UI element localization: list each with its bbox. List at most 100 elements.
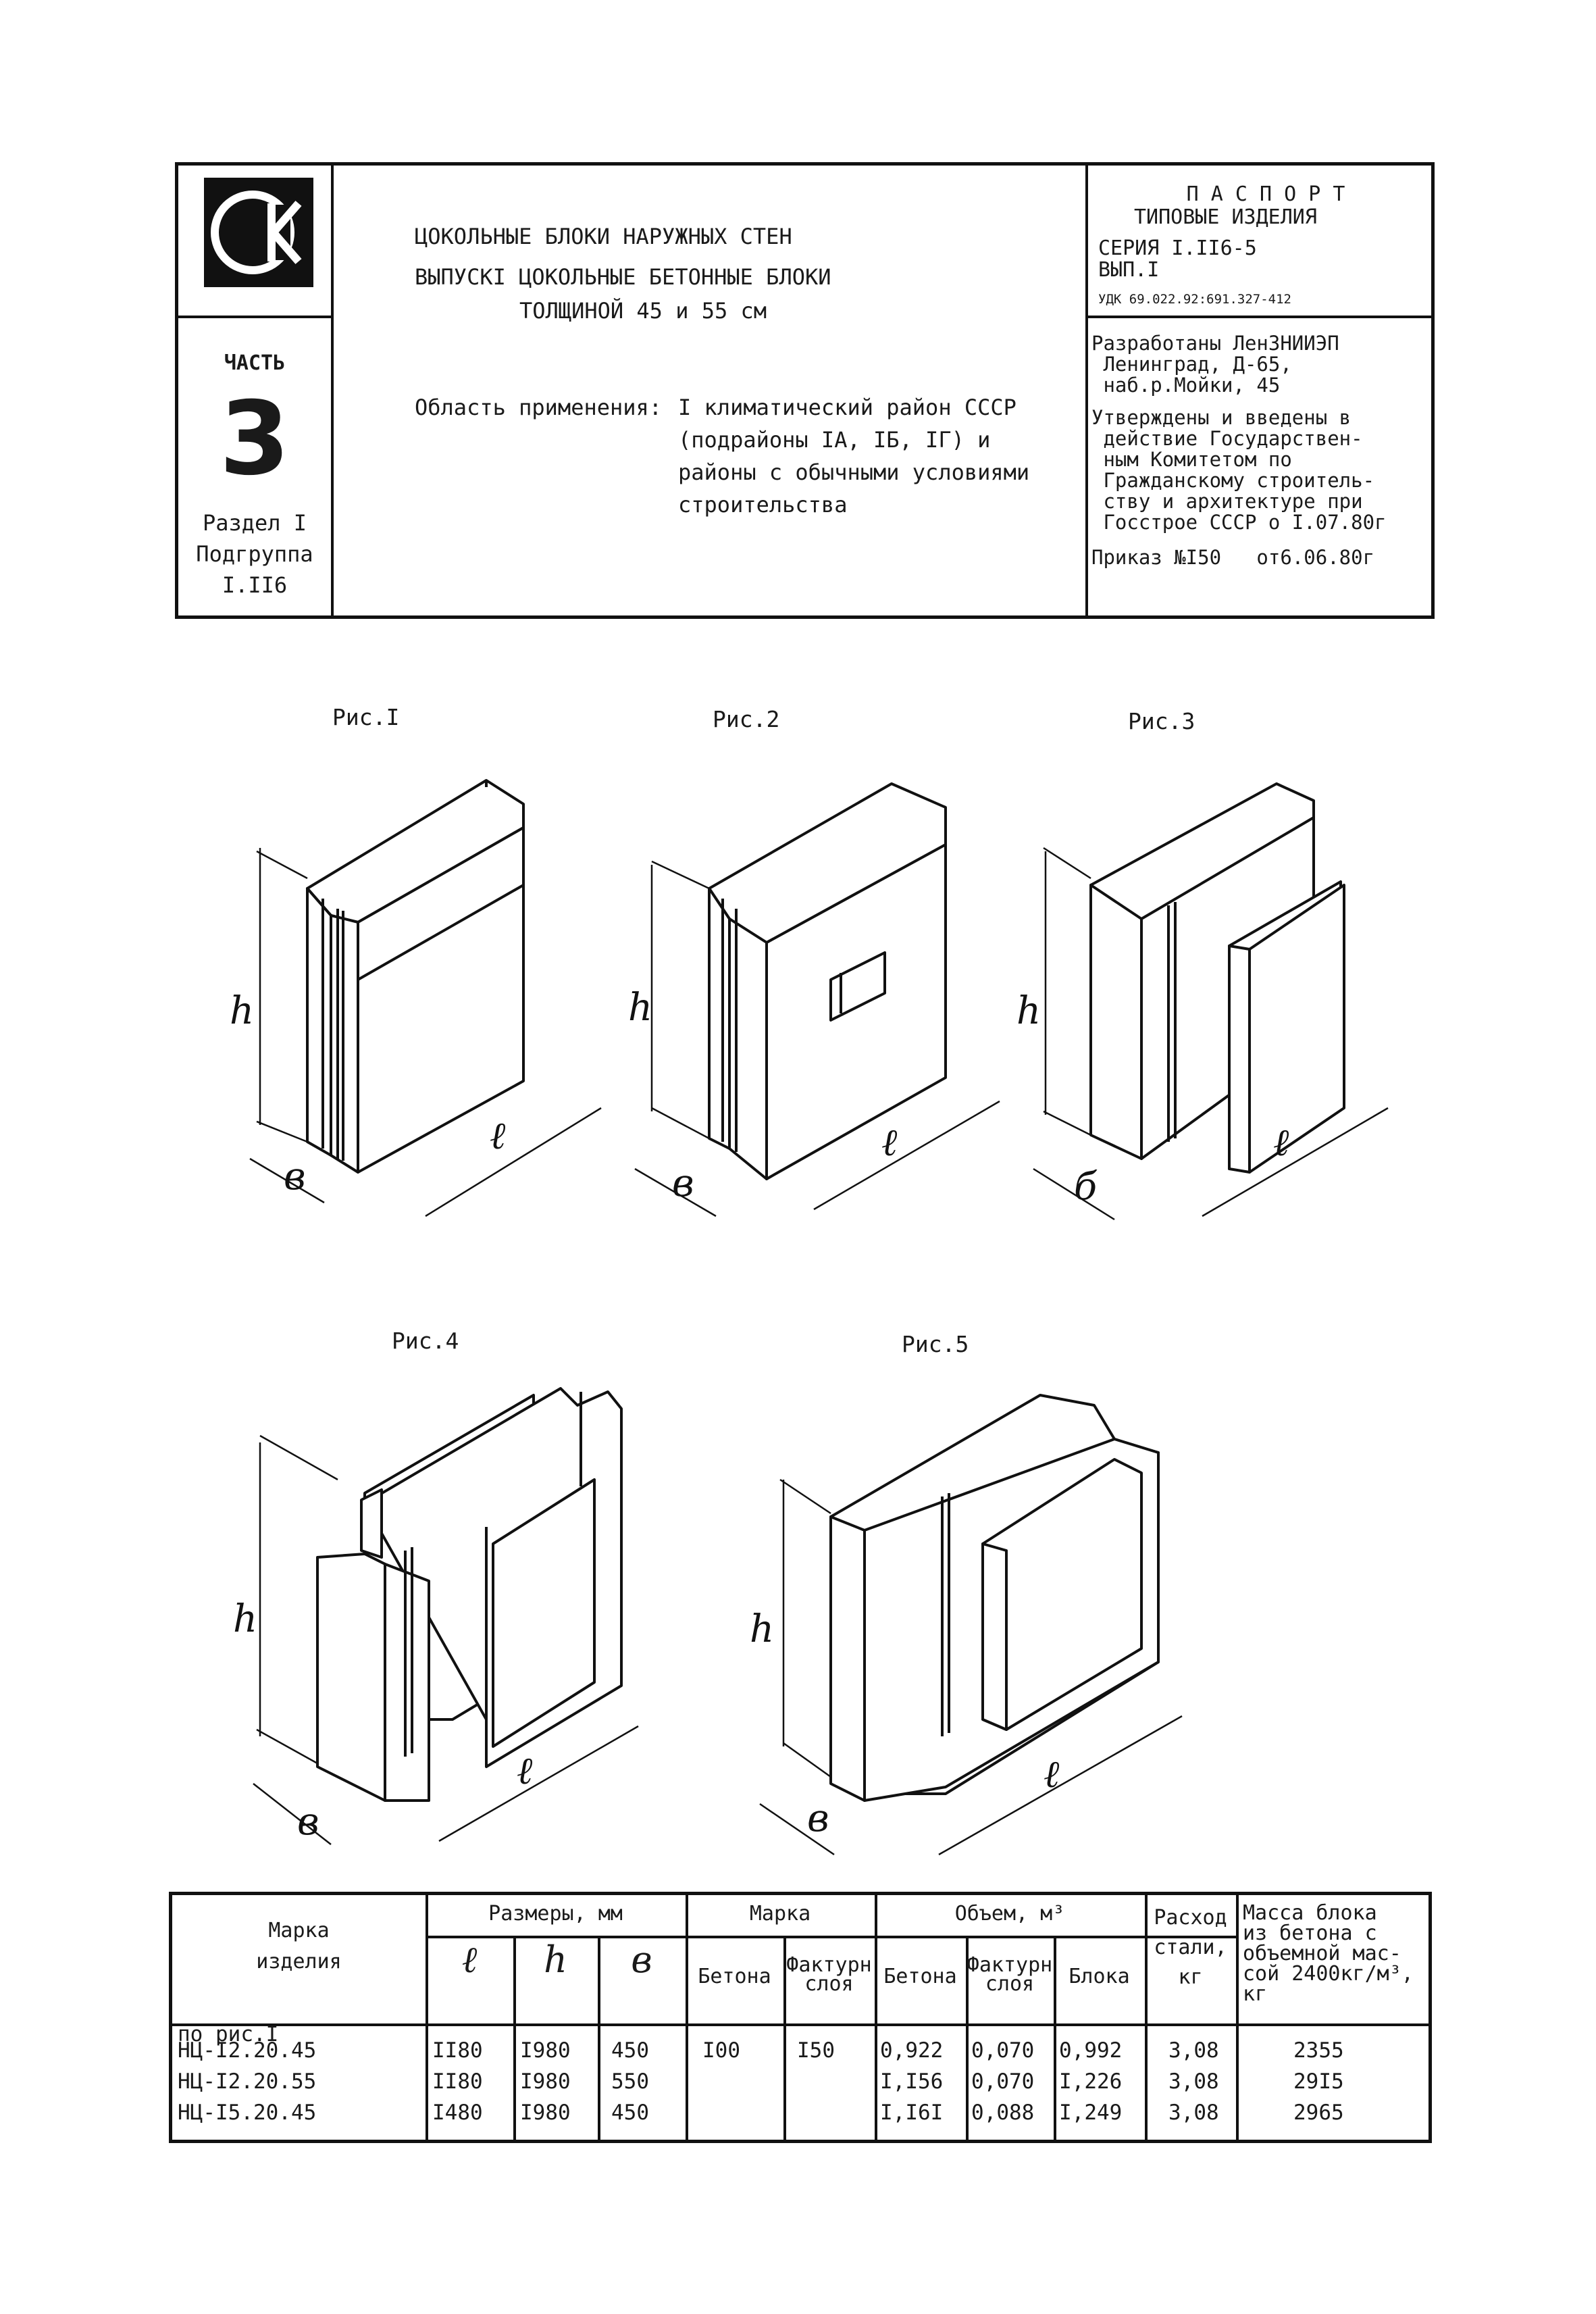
row-vol-block: I,226 bbox=[1059, 2069, 1123, 2094]
table-grid bbox=[1145, 1895, 1148, 2140]
header-vol-concrete: Бетона bbox=[883, 1965, 957, 1988]
block-figure-2: h в ℓ bbox=[628, 782, 1000, 1217]
figure-label: Рис.3 bbox=[1128, 708, 1195, 734]
row-mass: 2965 bbox=[1293, 2101, 1344, 2125]
header-vol-facing: Фактурн слоя bbox=[967, 1953, 1053, 1996]
table-grid bbox=[426, 1936, 1236, 1938]
section-label: Раздел I bbox=[202, 510, 307, 536]
header-h: h bbox=[544, 1938, 567, 1981]
row-mark: НЦ-I2.20.55 bbox=[178, 2069, 317, 2094]
application-area-text: строительства bbox=[678, 492, 848, 518]
series-label: СЕРИЯ I.II6-5 bbox=[1098, 236, 1257, 260]
header-divider bbox=[1085, 166, 1088, 615]
document-title: ТОЛЩИНОЙ 45 и 55 см bbox=[519, 298, 767, 324]
application-area-text: I климатический район СССР bbox=[678, 395, 1016, 420]
header-l: ℓ bbox=[461, 1938, 478, 1981]
header-grade: Марка bbox=[749, 1902, 811, 1926]
group-note: по рис.I bbox=[178, 2022, 279, 2046]
row-l: II80 bbox=[432, 2069, 483, 2094]
row-l: I480 bbox=[432, 2101, 483, 2125]
subgroup-label: Подгруппа bbox=[196, 541, 313, 567]
header-sizes: Размеры, мм bbox=[488, 1902, 623, 1926]
dim-l: ℓ bbox=[490, 1114, 506, 1158]
table-grid bbox=[172, 2023, 1236, 2026]
dim-b3: б bbox=[1074, 1165, 1098, 1209]
dim-b: в bbox=[807, 1796, 829, 1840]
table-grid bbox=[1054, 1936, 1056, 2140]
row-mark: НЦ-I2.20.45 bbox=[178, 2038, 317, 2063]
row-vol-concrete: I,I56 bbox=[880, 2069, 944, 2094]
dim-l: ℓ bbox=[517, 1749, 533, 1793]
row-vol-facing: 0,088 bbox=[971, 2101, 1035, 2125]
approval-info: Утверждены и введены в действие Государс… bbox=[1091, 406, 1387, 534]
row-b: 450 bbox=[611, 2101, 649, 2125]
block-figure-1: h в ℓ bbox=[230, 779, 602, 1217]
row-grade-concrete: I00 bbox=[702, 2038, 740, 2063]
table-grid bbox=[875, 1895, 877, 2140]
row-l: II80 bbox=[432, 2038, 483, 2063]
passport-type: ТИПОВЫЕ ИЗДЕЛИЯ bbox=[1134, 205, 1317, 229]
developer-info: Разработаны ЛенЗНИИЭП Ленинград, Д-65, н… bbox=[1091, 332, 1339, 397]
block-figure-3: h б ℓ bbox=[1016, 782, 1389, 1221]
issue-label: ВЫП.I bbox=[1098, 258, 1160, 282]
row-b: 450 bbox=[611, 2038, 649, 2063]
row-steel: 3,08 bbox=[1168, 2038, 1219, 2063]
table-grid bbox=[513, 1936, 516, 2140]
table-grid bbox=[1236, 2023, 1428, 2026]
passport-header: ЧАСТЬ 3 Раздел I Подгруппа I.II6 ЦОКОЛЬН… bbox=[175, 162, 1435, 619]
row-h: I980 bbox=[520, 2069, 571, 2094]
block-figure-4: h в ℓ bbox=[233, 1387, 639, 1845]
table-grid bbox=[783, 1936, 786, 2140]
passport-title: П А С П О Р Т bbox=[1186, 182, 1345, 206]
header-grade-facing: Фактурн слоя bbox=[786, 1953, 872, 1996]
table-grid bbox=[1236, 1895, 1239, 2140]
udk-code: УДК 69.022.92:691.327-412 bbox=[1098, 292, 1291, 307]
dim-h: h bbox=[750, 1607, 774, 1651]
dim-h: h bbox=[230, 989, 254, 1033]
row-mass: 2355 bbox=[1293, 2038, 1344, 2063]
row-grade-facing: I50 bbox=[797, 2038, 835, 2063]
dim-b: в bbox=[672, 1161, 694, 1205]
dim-h: h bbox=[1016, 989, 1041, 1033]
row-vol-facing: 0,070 bbox=[971, 2069, 1035, 2094]
table-grid bbox=[686, 1895, 688, 2140]
header-steel: Расход стали, кг bbox=[1154, 1906, 1227, 1989]
row-vol-facing: 0,070 bbox=[971, 2038, 1035, 2063]
dim-l: ℓ bbox=[881, 1121, 898, 1165]
block-figure-5: h в ℓ bbox=[750, 1394, 1183, 1856]
application-area-text: (подрайоны IA, IБ, IГ) и bbox=[678, 427, 991, 453]
header-divider bbox=[1085, 316, 1431, 318]
order-info: Приказ №I50 от6.06.80г bbox=[1091, 546, 1375, 569]
table-grid bbox=[426, 1895, 428, 2140]
figure-label: Рис.4 bbox=[392, 1328, 459, 1354]
row-h: I980 bbox=[520, 2101, 571, 2125]
header-grade-concrete: Бетона bbox=[698, 1965, 771, 1988]
row-steel: 3,08 bbox=[1168, 2101, 1219, 2125]
application-area-label: Область применения: bbox=[415, 395, 663, 420]
row-b: 550 bbox=[611, 2069, 649, 2094]
part-number: 3 bbox=[219, 380, 290, 498]
part-word: ЧАСТЬ bbox=[224, 351, 286, 375]
dim-b: в bbox=[284, 1155, 306, 1199]
row-h: I980 bbox=[520, 2038, 571, 2063]
dim-h: h bbox=[233, 1597, 257, 1641]
dim-b: в bbox=[297, 1800, 319, 1844]
document-title: ВЫПУСКI ЦОКОЛЬНЫЕ БЕТОННЫЕ БЛОКИ bbox=[415, 264, 831, 290]
figure-label: Рис.I bbox=[332, 704, 400, 730]
specification-table: Марка изделия Размеры, мм ℓ h в Марка Бе… bbox=[169, 1892, 1432, 2143]
header-divider bbox=[178, 316, 331, 318]
figure-label: Рис.2 bbox=[713, 706, 780, 732]
table-grid bbox=[598, 1936, 600, 2140]
row-mark: НЦ-I5.20.45 bbox=[178, 2101, 317, 2125]
application-area-text: районы с обычными условиями bbox=[678, 459, 1030, 485]
header-vol-block: Блока bbox=[1069, 1965, 1130, 1988]
figure-label: Рис.5 bbox=[902, 1331, 969, 1357]
dim-l: ℓ bbox=[1044, 1753, 1060, 1796]
header-divider bbox=[331, 166, 334, 615]
row-vol-concrete: 0,922 bbox=[880, 2038, 944, 2063]
document-title: ЦОКОЛЬНЫЕ БЛОКИ НАРУЖНЫХ СТЕН bbox=[415, 224, 792, 249]
header-mass: Масса блока из бетона с объемной мас- со… bbox=[1243, 1901, 1414, 2006]
row-vol-block: I,249 bbox=[1059, 2101, 1123, 2125]
header-mark: Марка изделия bbox=[256, 1919, 342, 1973]
subgroup-value: I.II6 bbox=[222, 572, 288, 598]
